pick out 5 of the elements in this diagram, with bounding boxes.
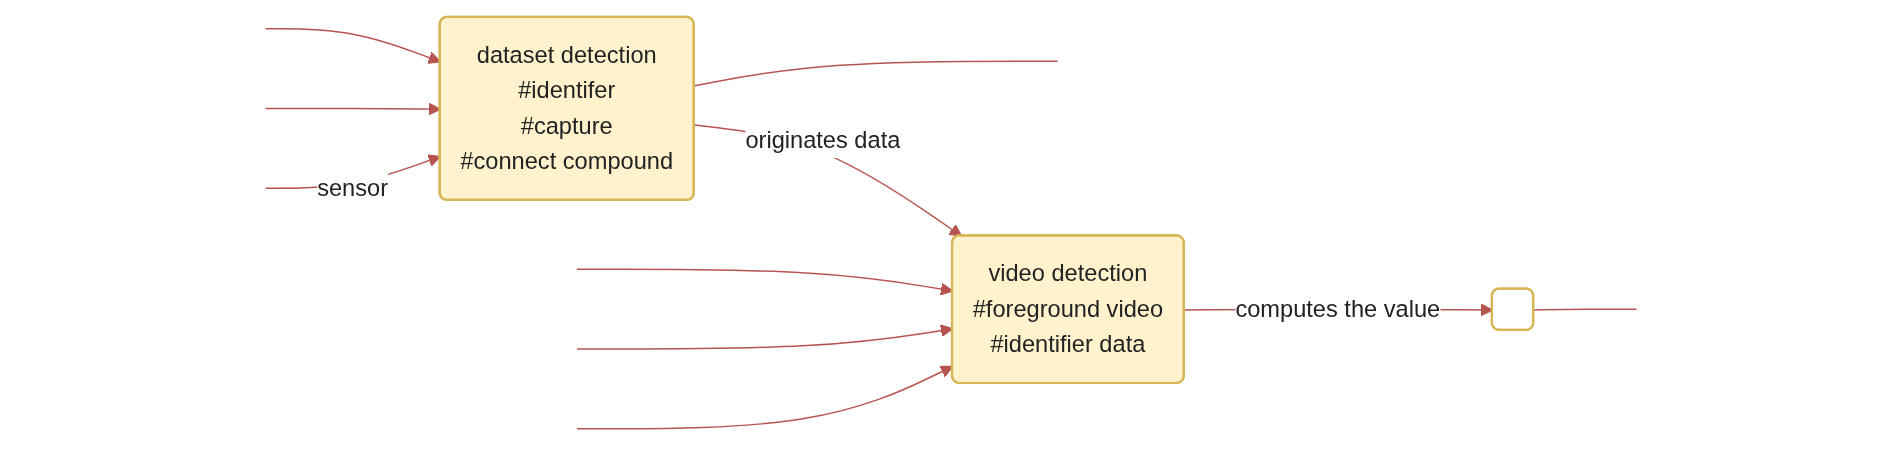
edge-label: computes the value — [1235, 295, 1441, 321]
connector — [693, 60, 1059, 87]
edge-label: sensor — [317, 174, 389, 200]
edge-label: originates data — [745, 126, 901, 152]
connector — [1533, 308, 1638, 311]
